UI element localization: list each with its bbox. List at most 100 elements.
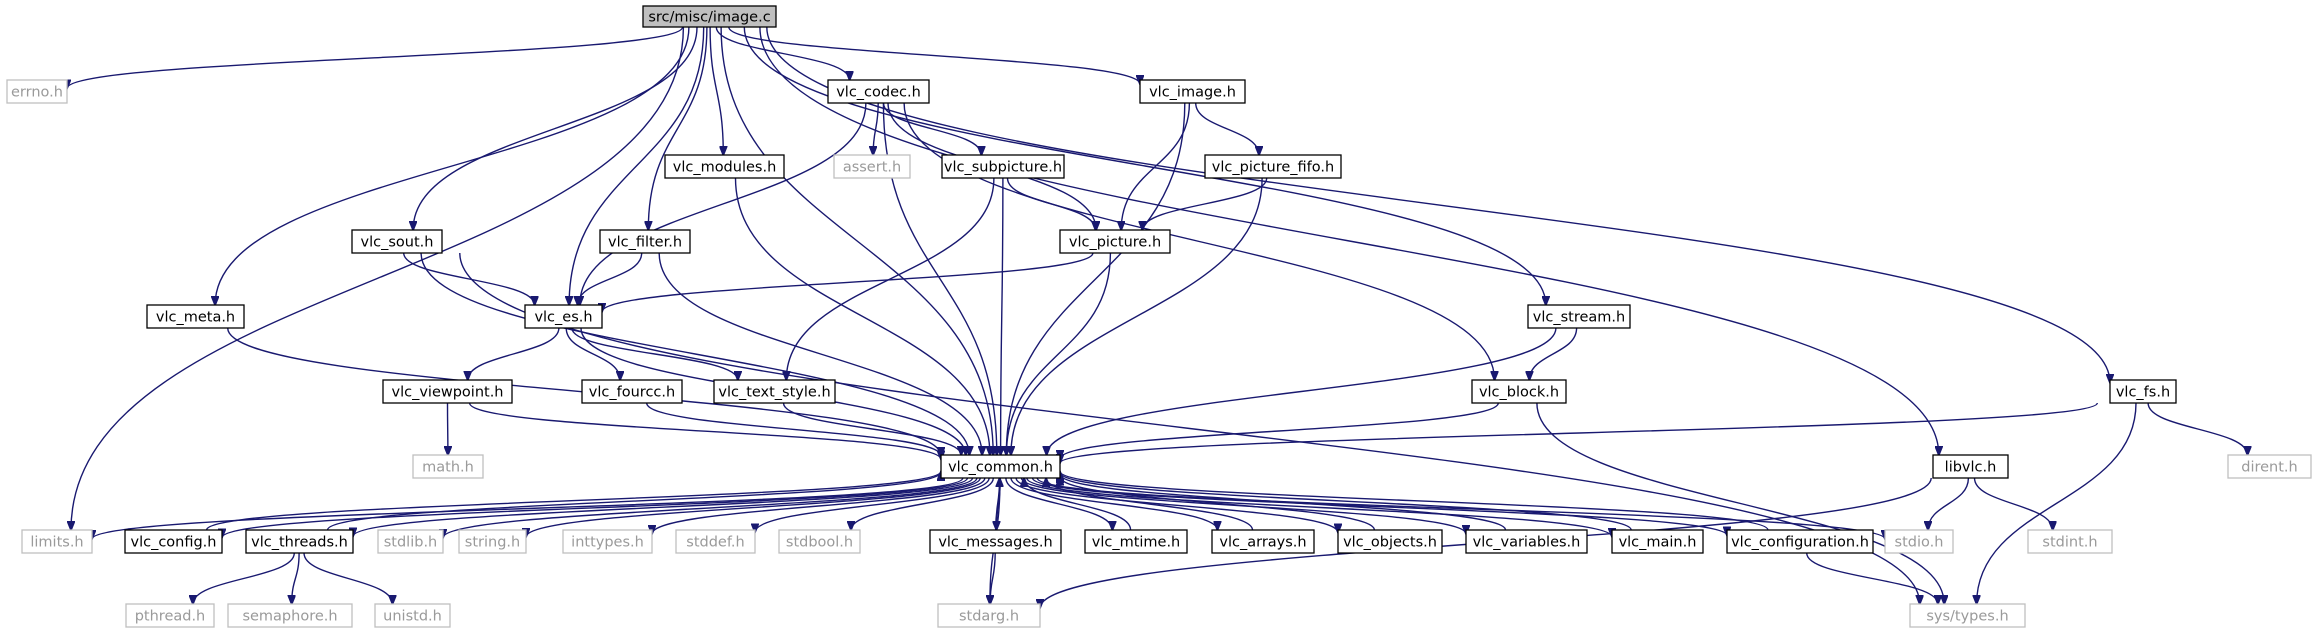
node-label: vlc_threads.h [251,535,348,551]
edge-vlc_modules-to-vlc_common [734,177,990,455]
node-box [458,529,527,554]
node-label: vlc_image.h [1149,85,1236,101]
node-label: vlc_arrays.h [1219,535,1306,551]
node-box [1204,154,1342,179]
node-vlc-viewpoint[interactable]: vlc_viewpoint.h [382,379,513,404]
node-box [675,529,756,554]
edge-vlc_fs-to-vlc_common [1060,402,2098,463]
node-box [124,529,223,554]
node-label: vlc_messages.h [938,535,1052,551]
node-stddef: stddef.h [675,529,756,554]
edge-vlc_es-to-vlc_fourcc [565,327,620,380]
edges-layer [67,26,2248,608]
node-box [599,229,691,254]
node-vlc-arrays[interactable]: vlc_arrays.h [1211,529,1315,554]
node-stdlib: stdlib.h [377,529,444,554]
node-vlc-modules[interactable]: vlc_modules.h [664,154,785,179]
node-label: stdlib.h [384,535,438,551]
node-box [1909,603,2026,628]
edge-vlc_picture-to-vlc_common [1006,252,1112,455]
node-box [929,529,1062,554]
node-inttypes: inttypes.h [562,529,653,554]
node-vlc-variables[interactable]: vlc_variables.h [1465,529,1588,554]
node-vlc-mtime[interactable]: vlc_mtime.h [1084,529,1188,554]
edge-image_c-to-libvlc [759,26,1939,455]
node-pthread: pthread.h [125,603,215,628]
node-vlc-picture-fifo[interactable]: vlc_picture_fifo.h [1204,154,1342,179]
node-vlc-stream[interactable]: vlc_stream.h [1527,304,1631,329]
node-vlc-image[interactable]: vlc_image.h [1139,79,1246,104]
node-vlc-sout[interactable]: vlc_sout.h [351,229,443,254]
node-box [412,454,484,479]
node-vlc-threads[interactable]: vlc_threads.h [245,529,354,554]
node-vlc-meta[interactable]: vlc_meta.h [146,304,245,329]
node-label: vlc_meta.h [156,310,235,326]
node-vlc-configuration[interactable]: vlc_configuration.h [1726,529,1874,554]
node-box [1059,229,1171,254]
node-box [351,229,443,254]
node-vlc-common[interactable]: vlc_common.h [940,454,1061,479]
node-vlc-config[interactable]: vlc_config.h [124,529,223,554]
node-dirent: dirent.h [2227,454,2312,479]
node-image-c[interactable]: src/misc/image.c [642,5,777,28]
node-vlc-messages[interactable]: vlc_messages.h [929,529,1062,554]
edge-vlc_config-to-vlc_common [205,471,941,531]
node-vlc-text-style[interactable]: vlc_text_style.h [713,379,836,404]
node-box [642,5,777,28]
edge-image_c-to-errno [67,26,684,89]
node-box [6,79,68,104]
node-libvlc[interactable]: libvlc.h [1932,454,2009,479]
node-box [245,529,354,554]
edge-image_c-to-vlc_codec [715,26,849,80]
node-label: vlc_es.h [534,310,592,326]
edge-vlc_common-to-string [526,477,981,537]
node-label: vlc_subpicture.h [944,160,1062,176]
node-box [1084,529,1188,554]
edge-vlc_configuration-to-sys_types [1806,552,1938,604]
edge-vlc_codec-to-assert [873,102,879,155]
edge-vlc_common-to-stdlib [443,477,978,538]
edge-image_c-to-vlc_es [569,26,705,305]
node-label: src/misc/image.c [648,10,770,26]
node-string: string.h [458,529,527,554]
node-box [227,603,353,628]
node-box [1211,529,1315,554]
edge-vlc_sout-to-vlc_common [420,252,969,455]
edge-image_c-to-vlc_stream [743,26,1546,305]
node-vlc-filter[interactable]: vlc_filter.h [599,229,691,254]
node-label: vlc_objects.h [1343,535,1437,551]
node-box [125,603,215,628]
node-vlc-fs[interactable]: vlc_fs.h [2109,379,2177,404]
node-math: math.h [412,454,484,479]
node-label: vlc_main.h [1619,535,1697,551]
edge-vlc_common-to-inttypes [652,477,986,534]
edge-vlc_codec-to-vlc_subpicture [882,102,982,155]
node-vlc-picture[interactable]: vlc_picture.h [1059,229,1171,254]
node-vlc-subpicture[interactable]: vlc_subpicture.h [941,154,1065,179]
node-stdio: stdio.h [1884,529,1954,554]
node-vlc-objects[interactable]: vlc_objects.h [1337,529,1443,554]
node-unistd: unistd.h [374,603,451,628]
node-vlc-codec[interactable]: vlc_codec.h [827,79,930,104]
edge-vlc_picture_fifo-to-vlc_common [1011,177,1263,455]
node-vlc-fourcc[interactable]: vlc_fourcc.h [581,379,683,404]
node-vlc-block[interactable]: vlc_block.h [1471,379,1567,404]
node-label: stdbool.h [786,535,853,551]
node-stdarg: stdarg.h [937,603,1041,628]
node-box [21,529,93,554]
edge-vlc_common-to-limits [92,477,964,539]
node-vlc-main[interactable]: vlc_main.h [1611,529,1704,554]
node-label: unistd.h [383,609,442,625]
node-box [1726,529,1874,554]
node-label: errno.h [11,85,63,101]
edge-vlc_threads-to-semaphore [292,552,300,604]
edge-vlc_block-to-sys_types [1536,402,1944,604]
edge-image_c-to-vlc_meta [215,26,690,305]
node-vlc-es[interactable]: vlc_es.h [524,304,603,329]
node-label: string.h [465,535,520,551]
node-assert: assert.h [833,154,911,179]
edge-vlc_picture-to-vlc_es [602,252,1094,312]
edge-vlc_common-to-stddef [755,477,990,532]
node-label: vlc_config.h [130,535,216,551]
node-box [2027,529,2113,554]
